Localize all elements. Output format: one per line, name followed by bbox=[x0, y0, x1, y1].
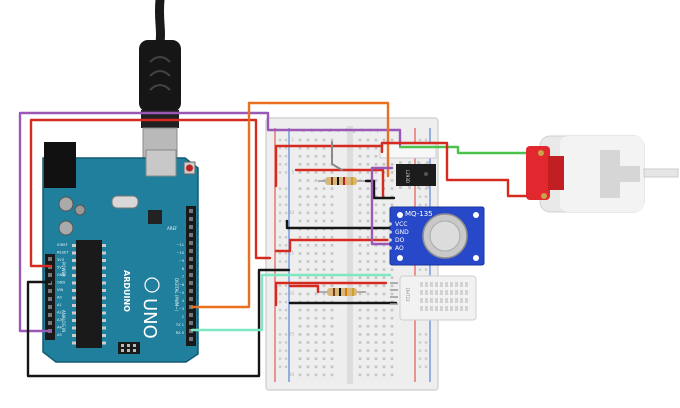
mq135-pin bbox=[388, 230, 392, 234]
arduino-pin-label: ~3 bbox=[179, 307, 184, 311]
arduino-pin-label: GND bbox=[57, 273, 65, 277]
arduino-pin-label: TX 1 bbox=[175, 323, 184, 327]
wire-gray bbox=[331, 141, 343, 171]
mq135-pin bbox=[388, 238, 392, 242]
arduino-pin-label: ~6 bbox=[179, 283, 185, 287]
arduino-pin-label: RESET bbox=[57, 251, 69, 255]
wires bbox=[18, 101, 547, 378]
humidity-sensor-icon: DHT22 bbox=[390, 275, 477, 321]
mq135-pin-label: VCC bbox=[395, 221, 407, 228]
arduino-pin-label: IOREF bbox=[57, 243, 68, 247]
arduino-pin-label: RX 0 bbox=[176, 331, 185, 335]
aref-label: AREF bbox=[167, 226, 178, 231]
arduino-pin-label: A5 bbox=[57, 333, 62, 337]
usb-port bbox=[145, 149, 177, 177]
breadboard-row-number: 1 bbox=[291, 137, 294, 142]
arduino-pin-label: A3 bbox=[57, 318, 62, 322]
arduino-brand-label: ARDUINO bbox=[122, 270, 131, 312]
arduino-pin-label: A1 bbox=[57, 303, 62, 307]
arduino-pin-label: VIN bbox=[57, 288, 64, 292]
arduino-pin-label: 8 bbox=[182, 267, 185, 271]
breadboard-row-number: 30 bbox=[289, 372, 295, 377]
dht-label: DHT22 bbox=[405, 288, 410, 302]
resistor-icon bbox=[318, 177, 366, 185]
arduino-pin-label: ~9 bbox=[179, 259, 185, 263]
breadboard-row-number: 25 bbox=[289, 331, 295, 336]
arduino-pin-label: ~10 bbox=[176, 251, 184, 255]
resistor-icon bbox=[318, 288, 366, 296]
motor-icon bbox=[526, 135, 679, 213]
wire-black bbox=[26, 268, 291, 378]
breadboard-row-number: 5 bbox=[291, 169, 294, 174]
breadboard-row-number: 10 bbox=[289, 210, 295, 215]
breadboard-row-number: 20 bbox=[289, 291, 295, 296]
crystal bbox=[111, 195, 139, 209]
wire-black bbox=[364, 179, 396, 200]
wire-red bbox=[274, 238, 396, 253]
mq135-pin bbox=[388, 246, 392, 250]
wire-green bbox=[398, 145, 542, 155]
capacitor bbox=[58, 196, 74, 212]
motor-driver-chip: L293D bbox=[379, 143, 437, 189]
wire-purple bbox=[370, 166, 398, 246]
wire-red bbox=[274, 144, 382, 188]
arduino-pin-label: 5V bbox=[57, 266, 62, 270]
atmega-chip bbox=[76, 240, 102, 348]
power-label: POWER bbox=[61, 262, 66, 277]
wire-red bbox=[288, 284, 320, 294]
power-jack bbox=[44, 142, 76, 188]
arduino-pin-label: ~5 bbox=[179, 291, 184, 295]
capacitor bbox=[58, 220, 74, 236]
arduino-pin-label: A0 bbox=[57, 296, 62, 300]
mq135-pin-label: DO bbox=[395, 237, 405, 244]
breadboard-row-number: 15 bbox=[289, 250, 295, 255]
arduino-pin-label: GND bbox=[57, 281, 65, 285]
wire-red bbox=[380, 141, 547, 198]
wire-orange bbox=[190, 101, 390, 309]
arduino-pin-label: 2 bbox=[182, 315, 184, 319]
arduino-pin-label: 4 bbox=[182, 299, 185, 303]
wire-red bbox=[29, 118, 272, 268]
arduino-pin-label: 3V3 bbox=[57, 258, 64, 262]
wire-purple bbox=[18, 111, 402, 333]
usb-cable-icon bbox=[139, 0, 181, 169]
wire-mint bbox=[190, 273, 392, 332]
arduino-pin-label: A4 bbox=[57, 326, 62, 330]
mq135-pin bbox=[388, 222, 392, 226]
wire-black bbox=[285, 219, 394, 230]
mq135-title: MQ-135 bbox=[405, 210, 433, 218]
mq135-pin-label: AO bbox=[395, 245, 404, 252]
wire-red bbox=[294, 168, 385, 198]
arduino-pin-label: 7 bbox=[182, 275, 184, 279]
arduino-model-label: UNO bbox=[139, 298, 160, 339]
mq135-pin-label: GND bbox=[395, 229, 409, 236]
wire-red bbox=[274, 281, 388, 307]
digital-label: DIGITAL (PWM~) bbox=[174, 278, 179, 312]
arduino-pin-label: ~11 bbox=[176, 243, 184, 247]
analog-label: ANALOG IN bbox=[61, 310, 66, 332]
arduino-pin-label: A2 bbox=[57, 311, 62, 315]
chip-label: L293D bbox=[405, 170, 410, 183]
arduino-uno-board: ARDUINO UNO AREF DIGITAL (PWM~) POWER AN… bbox=[42, 142, 199, 363]
